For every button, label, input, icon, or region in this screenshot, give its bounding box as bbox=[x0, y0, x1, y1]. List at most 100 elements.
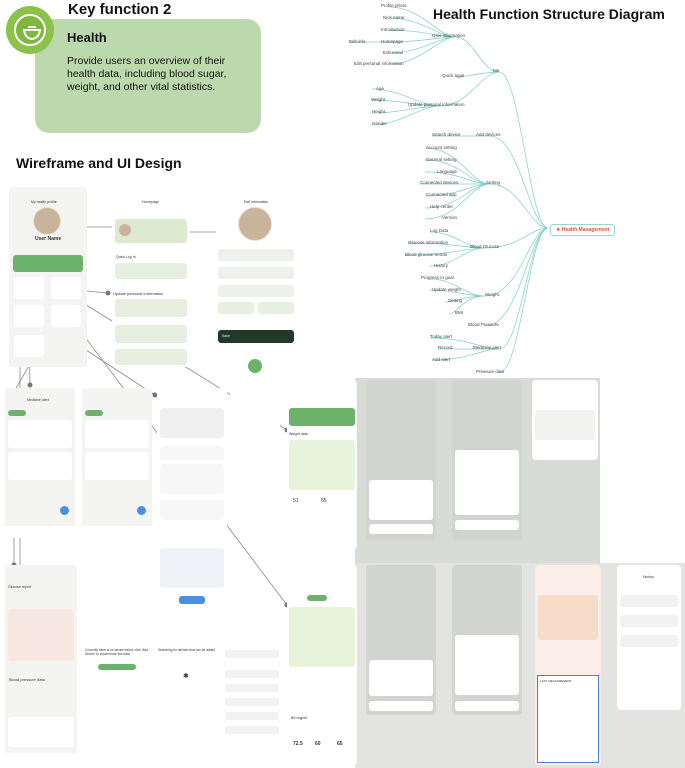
mm-search-device: Search device bbox=[432, 132, 461, 137]
email-field[interactable] bbox=[218, 267, 294, 279]
goal-sheet[interactable] bbox=[369, 480, 433, 520]
settings-row-2[interactable] bbox=[225, 670, 279, 678]
height-field[interactable] bbox=[218, 302, 254, 314]
tile-alert[interactable] bbox=[14, 335, 44, 357]
cancel-glucose-picker[interactable] bbox=[455, 701, 519, 711]
screen-profile: My health profile User Name bbox=[9, 187, 87, 367]
mm-log-data: Log Data bbox=[430, 228, 449, 233]
quick-log-row-1[interactable] bbox=[115, 263, 187, 279]
health-banner[interactable] bbox=[13, 255, 83, 272]
save-label: Save bbox=[222, 334, 230, 338]
nav-bar bbox=[287, 510, 357, 522]
mm-general-setting: General setting bbox=[426, 157, 457, 162]
quick-log-row-2[interactable] bbox=[115, 299, 187, 317]
settings-row-1[interactable] bbox=[225, 650, 279, 658]
mm-connected-devices: Connected devices bbox=[420, 180, 459, 185]
mm-version: Version bbox=[442, 215, 458, 220]
quick-log-row-3[interactable] bbox=[115, 325, 187, 343]
alert-card-1[interactable] bbox=[8, 420, 72, 448]
screen-weight-data: Weight data 51 65 bbox=[287, 380, 357, 550]
mm-add-alert: Add alert bbox=[432, 357, 451, 362]
add-record-button[interactable] bbox=[137, 506, 146, 515]
mm-me: Me bbox=[493, 68, 500, 73]
tile-blood[interactable] bbox=[51, 277, 81, 299]
mm-today-alert: Today alert bbox=[430, 334, 453, 339]
mindmap-root-label: Health Management bbox=[561, 227, 610, 233]
weight-value-2: 65 bbox=[321, 498, 327, 504]
weight-value-1: 51 bbox=[293, 498, 299, 504]
quick-log-row-4[interactable] bbox=[115, 349, 187, 365]
medicine-alert-title: Medicine alert bbox=[27, 398, 49, 402]
screen-glucose: 89 mg/dL 72.5 60 65 bbox=[287, 565, 357, 765]
alert-card-2[interactable] bbox=[8, 452, 72, 480]
history-row-1[interactable] bbox=[620, 595, 678, 607]
weight-data-label: Weight data bbox=[289, 432, 308, 436]
mm-glucose-information: Glucose information bbox=[408, 240, 449, 245]
mm-quick-login: Quick login bbox=[442, 73, 465, 78]
password-field[interactable] bbox=[218, 285, 294, 297]
mm-edit-info: Edit info bbox=[349, 39, 366, 44]
today-tab[interactable] bbox=[8, 410, 26, 416]
mm-history: History bbox=[434, 263, 449, 268]
edit-avatar[interactable] bbox=[238, 207, 272, 241]
cancel-glucose[interactable] bbox=[369, 701, 433, 711]
key-function-name: Health bbox=[67, 30, 107, 45]
mm-profile-photo: Profile photo bbox=[381, 3, 407, 8]
glucose-sheet[interactable] bbox=[369, 660, 433, 696]
glucose-value-2: 60 bbox=[315, 741, 321, 747]
mm-bmi: BMI bbox=[455, 310, 464, 315]
screen-glucose-trend: LAST MEASUREMENT bbox=[535, 565, 601, 765]
glucose-tab[interactable] bbox=[307, 595, 327, 601]
health-bowl-icon bbox=[6, 6, 54, 54]
screen-no-device: Currently there is no device below, clic… bbox=[82, 628, 152, 766]
history-row-2[interactable] bbox=[620, 615, 678, 627]
screen-medicine-alert-2 bbox=[82, 388, 152, 538]
mm-height: Height bbox=[372, 109, 386, 114]
quick-log-in: Quick Log In bbox=[116, 255, 136, 259]
time-picker[interactable] bbox=[160, 464, 224, 494]
save-button[interactable]: Save bbox=[218, 330, 294, 343]
nav-bar bbox=[5, 753, 77, 765]
mm-user-info: User information bbox=[432, 33, 466, 38]
settings-row-6[interactable] bbox=[225, 726, 279, 734]
cancel-sheet[interactable] bbox=[369, 524, 433, 534]
record-card-1[interactable] bbox=[85, 420, 149, 448]
date-fields[interactable] bbox=[160, 548, 224, 588]
key-function-title: Key function 2 bbox=[68, 1, 172, 18]
history-row-3[interactable] bbox=[620, 635, 678, 647]
add-device-button[interactable] bbox=[98, 664, 136, 670]
mm-blood-glucose-trends: Blood glucose trends bbox=[405, 252, 448, 257]
mm-age: Age bbox=[376, 86, 385, 91]
settings-row-4[interactable] bbox=[225, 698, 279, 706]
confirm-button[interactable] bbox=[179, 596, 205, 604]
mm-progress-to-goal: Progress to goal bbox=[421, 275, 454, 280]
name-field[interactable] bbox=[218, 249, 294, 261]
medicine-icons[interactable] bbox=[160, 446, 224, 460]
screen-weight-picker bbox=[452, 380, 522, 540]
screen-update-goal bbox=[366, 380, 436, 540]
mm-record: Record bbox=[438, 345, 453, 350]
weight-field[interactable] bbox=[258, 302, 294, 314]
mm-pressure-data: Pressure data bbox=[476, 369, 505, 374]
tile-medicine[interactable] bbox=[14, 277, 44, 299]
alert-form[interactable] bbox=[160, 408, 224, 438]
record-card-2[interactable] bbox=[85, 452, 149, 480]
weight-goal-banner[interactable] bbox=[289, 408, 355, 426]
tile-pressure[interactable] bbox=[51, 305, 81, 327]
mm-edit-personal: Edit personal information bbox=[354, 61, 404, 66]
mm-edit-email: Edit email bbox=[383, 50, 403, 55]
add-alert-button[interactable] bbox=[60, 506, 69, 515]
settings-row-3[interactable] bbox=[225, 684, 279, 692]
settings-row-5[interactable] bbox=[225, 712, 279, 720]
record-tab[interactable] bbox=[85, 410, 103, 416]
key-function-card bbox=[35, 19, 261, 133]
mm-update-personal: Update personal information bbox=[408, 102, 465, 107]
glucose-picker[interactable] bbox=[455, 635, 519, 695]
tile-weight[interactable] bbox=[14, 305, 44, 327]
mm-account-setting: Account setting bbox=[426, 145, 457, 150]
cancel-picker[interactable] bbox=[455, 520, 519, 530]
nav-home-icon[interactable] bbox=[248, 359, 262, 373]
weight-picker[interactable] bbox=[455, 450, 519, 515]
dose-field[interactable] bbox=[160, 500, 224, 520]
mm-help-center: Help center bbox=[430, 204, 454, 209]
